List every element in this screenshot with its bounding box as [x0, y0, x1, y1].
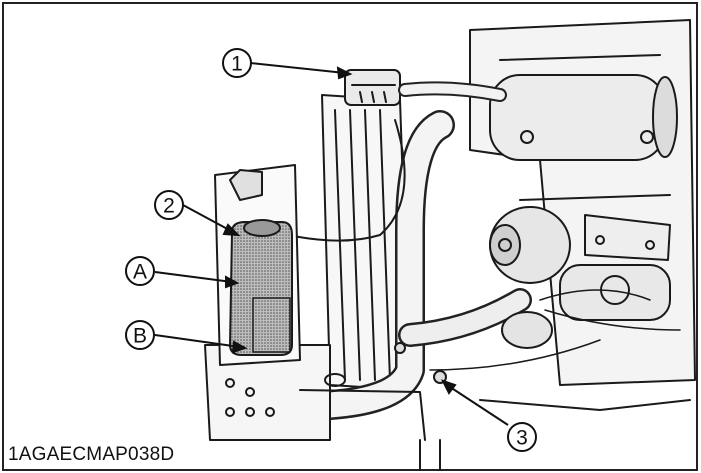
callout-b-circle — [125, 320, 155, 350]
reserve-tank — [228, 219, 293, 356]
figure-caption: 1AGAECMAP038D — [8, 444, 175, 465]
callout-1-label: 1 — [231, 53, 243, 76]
machine-linework — [204, 19, 696, 471]
callout-3-circle — [507, 422, 537, 452]
callout-2-label: 2 — [163, 195, 175, 218]
tank-cap — [243, 219, 281, 237]
callout-a-label: A — [133, 261, 147, 284]
callout-2-circle — [154, 190, 184, 220]
callout-3-label: 3 — [516, 427, 528, 450]
callout-1-circle — [222, 48, 252, 78]
callout-a-circle — [125, 256, 155, 286]
callout-leaders — [154, 62, 509, 426]
callout-b-label: B — [133, 325, 147, 348]
